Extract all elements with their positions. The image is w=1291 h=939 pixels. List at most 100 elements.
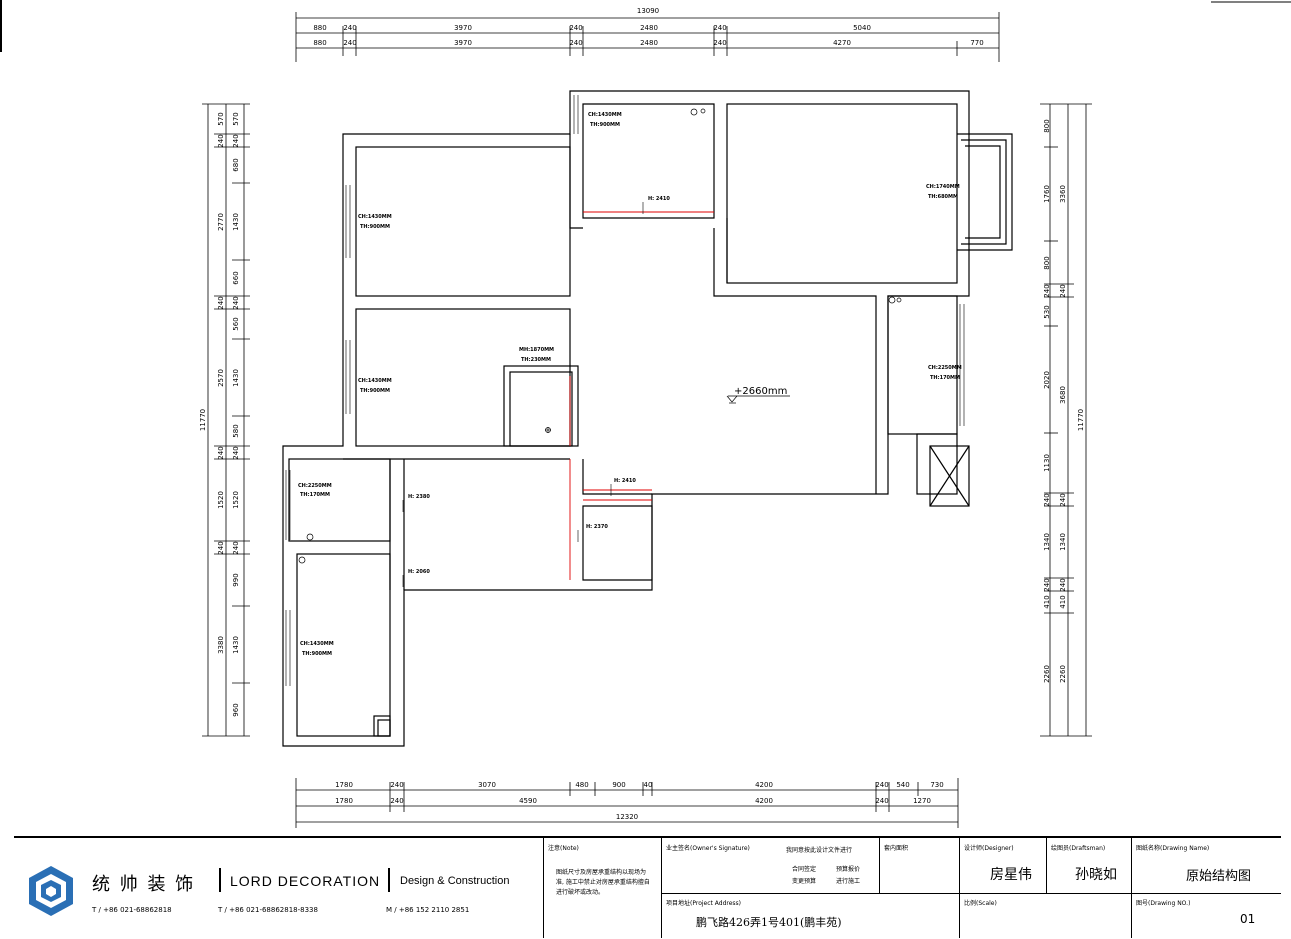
dim-left-outer: 240 (217, 541, 225, 554)
owner-item: 合同签定 (792, 866, 817, 873)
dim-right-inner: 800 (1043, 119, 1051, 132)
height-label: H: 2060 (408, 569, 430, 575)
dim-left-inner: 240 (232, 541, 240, 554)
draftsman-label: 绘图员(Draftsman) (1051, 845, 1106, 852)
designer-label: 设计师(Designer) (964, 845, 1014, 852)
dim-bot-r2: 4200 (755, 797, 773, 805)
dim-left-outer: 240 (217, 446, 225, 459)
phone-text: T / +86 021-68862818 (92, 906, 172, 914)
dim-top-r1: 2480 (640, 24, 658, 32)
dimension-right-labels: 11770 3360 240 3680 240 1340 240 410 226… (1043, 119, 1085, 683)
dim-left-inner: 990 (232, 573, 240, 586)
dim-left-outer: 3380 (217, 636, 225, 654)
dim-right-outer: 3360 (1059, 185, 1067, 203)
windows (285, 95, 965, 686)
room-label: TH:230MM (521, 357, 551, 363)
dim-right-outer: 1340 (1059, 533, 1067, 551)
dim-top-r2: 240 (569, 39, 582, 47)
room-label: CH:2250MM (298, 483, 332, 489)
dim-left-inner: 1430 (232, 636, 240, 654)
dim-left-inner: 240 (232, 134, 240, 147)
elevation-marker-icon (726, 395, 790, 404)
brand-tagline: Design & Construction (400, 875, 510, 887)
dim-top-r1: 240 (569, 24, 582, 32)
brand-divider (219, 868, 221, 892)
dim-right-inner: 410 (1043, 595, 1051, 608)
room-label: CH:1740MM (926, 184, 960, 190)
dim-top-r1: 3970 (454, 24, 472, 32)
dim-bot-r1: 1780 (335, 781, 353, 789)
brand-en: LORD DECORATION (230, 873, 381, 889)
dim-left-inner: 660 (232, 271, 240, 284)
logo-icon (29, 866, 73, 916)
dim-right-inner: 2020 (1043, 371, 1051, 389)
room-label: TH:900MM (360, 224, 390, 230)
dim-right-inner: 240 (1043, 284, 1051, 297)
dim-top-r1: 240 (343, 24, 356, 32)
dim-left-inner: 1430 (232, 213, 240, 231)
owner-label: 业主签名(Owner's Signature) (666, 845, 750, 852)
dim-right-inner: 2260 (1043, 665, 1051, 683)
dim-top-r1: 240 (713, 24, 726, 32)
dim-top-r2: 3970 (454, 39, 472, 47)
fixtures (298, 108, 902, 564)
dim-top-r2: 880 (313, 39, 326, 47)
dim-right-inner: 1760 (1043, 185, 1051, 203)
dim-left-inner: 1520 (232, 491, 240, 509)
room-label: CH:1430MM (358, 378, 392, 384)
dim-bot-r1: 40 (644, 781, 653, 789)
height-label: H: 2370 (586, 524, 608, 530)
drawing-no-cell: 图号(Drawing NO.) 01 (1131, 894, 1281, 938)
dim-bot-r1: 240 (875, 781, 888, 789)
drawing-name-value: 原始结构图 (1186, 869, 1252, 884)
address-value: 鹏飞路426弄1号401(鹏丰苑) (696, 916, 842, 929)
dim-right-total: 11770 (1077, 409, 1085, 431)
dim-left-outer: 2570 (217, 369, 225, 387)
dim-left-outer: 1520 (217, 491, 225, 509)
title-block: 统 帅 装 饰 LORD DECORATION Design & Constru… (14, 836, 1281, 938)
dim-top-total: 13090 (637, 7, 659, 15)
dim-left-outer: 2770 (217, 213, 225, 231)
owner-item: 进行施工 (836, 878, 861, 885)
dim-left-inner: 240 (217, 134, 225, 147)
dim-left-inner: 240 (232, 296, 240, 309)
phone-text: M / +86 152 2110 2851 (386, 906, 470, 914)
floor-plan: 13090 880 240 3970 240 2480 240 5040 880… (0, 0, 1291, 828)
note-label: 注意(Note) (548, 845, 579, 852)
dim-bot-r1: 480 (575, 781, 588, 789)
dim-top-r1: 5040 (853, 24, 871, 32)
agree-text: 我同意按此设计文件进行 (786, 847, 853, 854)
dim-bot-r1: 3070 (478, 781, 496, 789)
draftsman-value: 孙晓如 (1075, 867, 1117, 883)
owner-cell: 业主签名(Owner's Signature) 我同意按此设计文件进行 合同签定… (661, 838, 879, 894)
dimension-left-labels: 11770 2770 240 2570 240 1520 240 3380 57… (199, 112, 240, 716)
dim-left-inner: 960 (232, 703, 240, 716)
address-label: 项目地址(Project Address) (666, 900, 742, 907)
elevation-label: +2660mm (734, 386, 787, 397)
phone-text: T / +86 021-68862818-8338 (218, 906, 318, 914)
dim-bot-r1: 240 (390, 781, 403, 789)
scale-label: 比例(Scale) (964, 900, 997, 907)
dim-top-r2: 2480 (640, 39, 658, 47)
room-label: CH:1430MM (358, 214, 392, 220)
dim-top-r2: 4270 (833, 39, 851, 47)
room-label: TH:680MM (928, 194, 958, 200)
dim-right-inner: 1130 (1043, 454, 1051, 472)
dim-bot-r1: 900 (612, 781, 625, 789)
room-label: TH:170MM (930, 375, 960, 381)
dim-right-outer: 2260 (1059, 665, 1067, 683)
dim-bot-r2: 1780 (335, 797, 353, 805)
dim-left-inner: 570 (217, 112, 225, 125)
dim-right-outer: 240 (1059, 493, 1067, 506)
note-cell: 注意(Note) 图纸尺寸及房屋承重结构以现场为准, 施工中禁止对房屋承重结构擅… (543, 838, 661, 938)
owner-item: 预算报价 (836, 866, 861, 873)
dim-bot-r2: 240 (875, 797, 888, 805)
dim-top-r2: 240 (713, 39, 726, 47)
dimension-bottom-labels: 1780 240 3070 480 900 40 4200 240 540 73… (335, 781, 944, 821)
dim-top-r2: 770 (970, 39, 983, 47)
drawing-name-label: 图纸名称(Drawing Name) (1136, 845, 1210, 852)
dim-bot-r1: 4200 (755, 781, 773, 789)
designer-value: 房星伟 (990, 867, 1032, 883)
dim-right-inner: 240 (1043, 578, 1051, 591)
dim-right-inner: 530 (1043, 305, 1051, 318)
